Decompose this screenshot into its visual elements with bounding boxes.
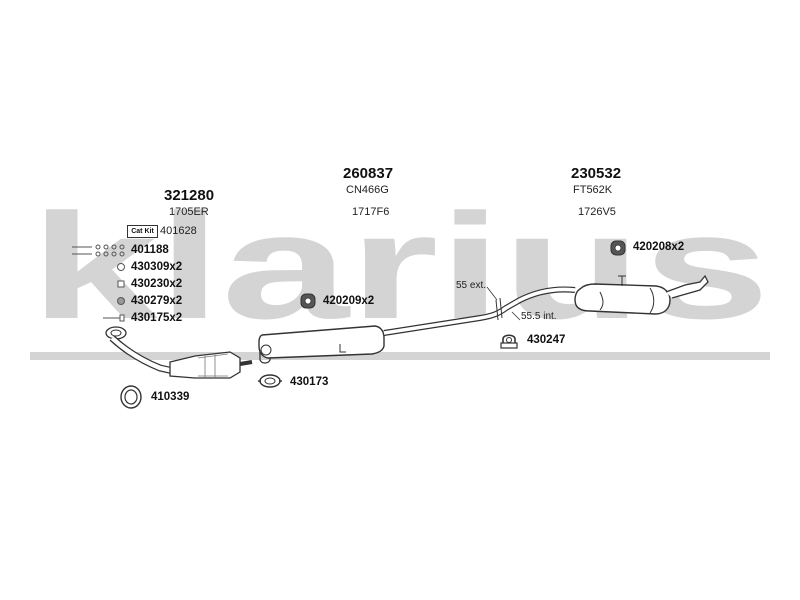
front-downpipe: [109, 335, 179, 376]
fitting-number: 430230x2: [131, 278, 183, 290]
fitting-number: 401188: [131, 244, 169, 256]
center-muffler: [258, 325, 385, 364]
clamp-rear-number: 430247: [527, 334, 566, 346]
rubber-mount-front-number: 420209x2: [323, 295, 375, 307]
rear-muffler-sub-1: FT562K: [573, 184, 613, 196]
rear-muffler: [574, 274, 709, 315]
clamp-icon: [258, 374, 282, 388]
cat-kit-number: 401628: [160, 225, 197, 237]
catalyst-sub-number: 1705ER: [169, 206, 209, 218]
gasket-ring-number: 410339: [151, 391, 190, 403]
clamp-front-number: 430173: [290, 376, 329, 388]
pipe-ext-note: 55 ext.: [456, 280, 487, 291]
rubber-mount-icon: [610, 240, 626, 256]
nut-icon: [117, 263, 125, 271]
bolt-icon: [103, 314, 125, 322]
rubber-mount-icon: [300, 293, 316, 309]
center-muffler-part-number: 260837: [343, 165, 394, 182]
u-clamp-icon: [500, 334, 518, 349]
fitting-number: 430279x2: [131, 295, 183, 307]
spring-icon: [117, 297, 125, 305]
washer-icon: [117, 280, 125, 288]
rear-muffler-part-number: 230532: [571, 165, 622, 182]
catalytic-converter: [169, 351, 253, 379]
bolt-set-icon: [72, 244, 125, 257]
center-muffler-sub-2: 1717F6: [352, 206, 390, 218]
cat-kit-badge: Cat Kit: [127, 225, 158, 238]
rear-muffler-sub-2: 1726V5: [578, 206, 616, 218]
fitting-number: 430309x2: [131, 261, 183, 273]
pipe-int-note: 55.5 int.: [521, 311, 557, 322]
catalyst-part-number: 321280: [164, 187, 215, 204]
center-muffler-sub-1: CN466G: [346, 184, 389, 196]
watermark-text: klarius: [30, 182, 770, 350]
gasket-ring-icon: [120, 385, 142, 409]
pipe-joint-marker: [486, 286, 521, 321]
watermark-bar: [30, 352, 770, 360]
rubber-mount-rear-number: 420208x2: [633, 241, 685, 253]
fitting-number: 430175x2: [131, 312, 183, 324]
